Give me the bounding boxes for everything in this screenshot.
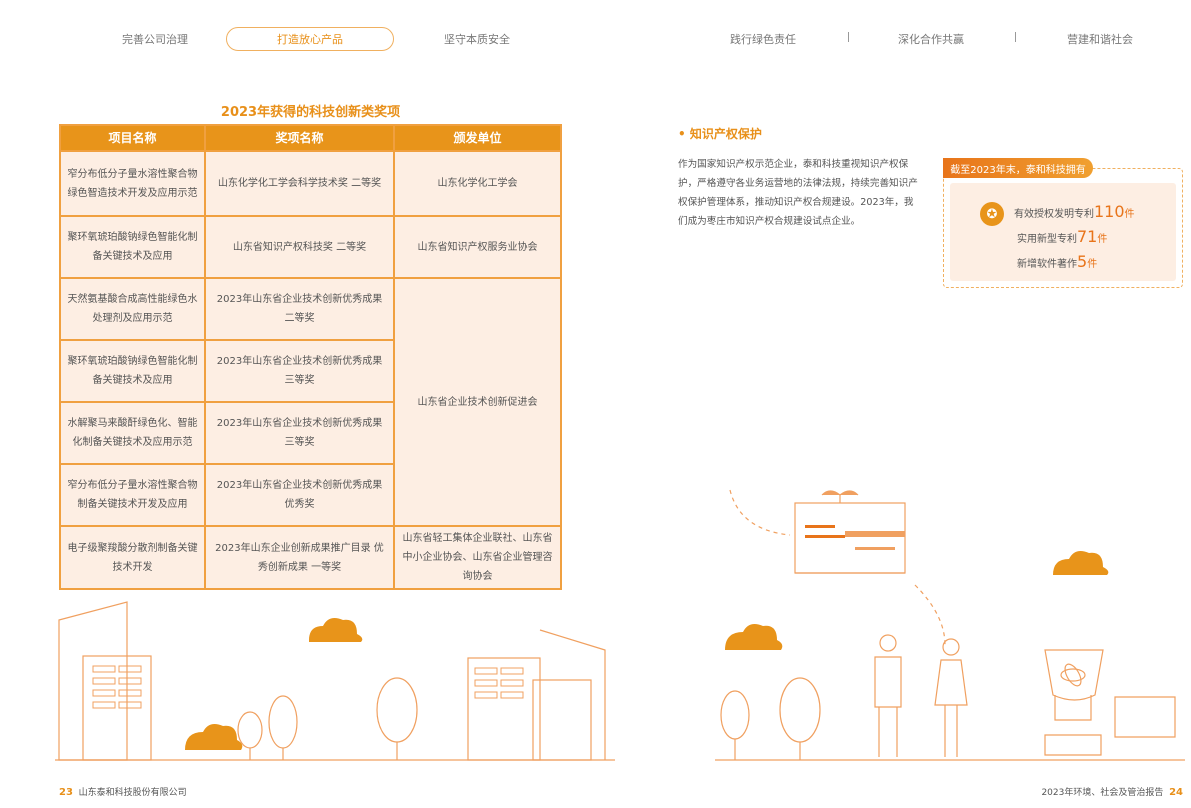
cell-project: 电子级聚羧酸分散剂制备关键技术开发 <box>59 525 206 590</box>
section-heading: • 知识产权保护 <box>678 127 762 141</box>
stats-box <box>950 183 1176 281</box>
cell-award: 山东化学化工学会科学技术奖 二等奖 <box>204 150 395 217</box>
cell-project: 水解聚马来酸酐绿色化、智能化制备关键技术及应用示范 <box>59 401 206 465</box>
table-row: 聚环氧琥珀酸钠绿色智能化制备关键技术及应用山东省知识产权科技奖 二等奖山东省知识… <box>59 215 562 279</box>
nav-item-cooperation[interactable]: 深化合作共赢 <box>898 33 964 46</box>
cell-award: 2023年山东省企业技术创新优秀成果 二等奖 <box>204 277 395 341</box>
cell-project: 聚环氧琥珀酸钠绿色智能化制备关键技术及应用 <box>59 339 206 403</box>
col-header: 颁发单位 <box>393 124 562 152</box>
table-title: 2023年获得的科技创新类奖项 <box>220 105 401 120</box>
stat-utility: 实用新型专利71件 <box>1017 227 1108 246</box>
table-row: 窄分布低分子量水溶性聚合物绿色智造技术开发及应用示范山东化学化工学会科学技术奖 … <box>59 150 562 217</box>
cell-issuer: 山东省知识产权服务业协会 <box>393 215 562 279</box>
cell-award: 2023年山东省企业技术创新优秀成果 三等奖 <box>204 339 395 403</box>
nav-item-governance[interactable]: 完善公司治理 <box>122 33 188 46</box>
cell-award: 2023年山东省企业技术创新优秀成果 三等奖 <box>204 401 395 465</box>
footer-right: 2023年环境、社会及管治报告 24 <box>1041 787 1183 798</box>
nav-item-green[interactable]: 践行绿色责任 <box>730 33 796 46</box>
nav-item-society[interactable]: 营建和谐社会 <box>1067 33 1133 46</box>
city-illustration-left <box>55 601 615 761</box>
cell-project: 窄分布低分子量水溶性聚合物绿色智造技术开发及应用示范 <box>59 150 206 217</box>
awards-table: 项目名称 奖项名称 颁发单位 窄分布低分子量水溶性聚合物绿色智造技术开发及应用示… <box>59 124 562 590</box>
stat-invention: 有效授权发明专利110件 <box>1014 202 1135 221</box>
cell-award: 2023年山东省企业技术创新优秀成果 优秀奖 <box>204 463 395 527</box>
cell-issuer: 山东化学化工学会 <box>393 150 562 217</box>
medal-icon: ✪ <box>980 202 1004 226</box>
cell-issuer: 山东省轻工集体企业联社、山东省中小企业协会、山东省企业管理咨询协会 <box>393 525 562 590</box>
ip-illustration-right <box>715 489 1185 761</box>
ip-paragraph: 作为国家知识产权示范企业，泰和科技重视知识产权保护，严格遵守各业务运营地的法律法… <box>678 159 918 227</box>
stats-box-title: 截至2023年末，泰和科技拥有 <box>943 158 1093 178</box>
divider <box>1015 32 1016 42</box>
nav-item-products[interactable]: 打造放心产品 <box>226 27 394 51</box>
stat-software: 新增软件著作5件 <box>1017 252 1098 271</box>
footer-left: 23 山东泰和科技股份有限公司 <box>59 787 187 798</box>
cell-award: 2023年山东企业创新成果推广目录 优秀创新成果 一等奖 <box>204 525 395 590</box>
col-header: 项目名称 <box>59 124 206 152</box>
cell-issuer: 山东省企业技术创新促进会 <box>393 277 562 527</box>
cell-project: 聚环氧琥珀酸钠绿色智能化制备关键技术及应用 <box>59 215 206 279</box>
cell-project: 天然氨基酸合成高性能绿色水处理剂及应用示范 <box>59 277 206 341</box>
divider <box>848 32 849 42</box>
nav-item-safety[interactable]: 坚守本质安全 <box>444 33 510 46</box>
col-header: 奖项名称 <box>204 124 395 152</box>
section-heading-text: 知识产权保护 <box>689 127 762 141</box>
cell-award: 山东省知识产权科技奖 二等奖 <box>204 215 395 279</box>
cell-project: 窄分布低分子量水溶性聚合物制备关键技术开发及应用 <box>59 463 206 527</box>
